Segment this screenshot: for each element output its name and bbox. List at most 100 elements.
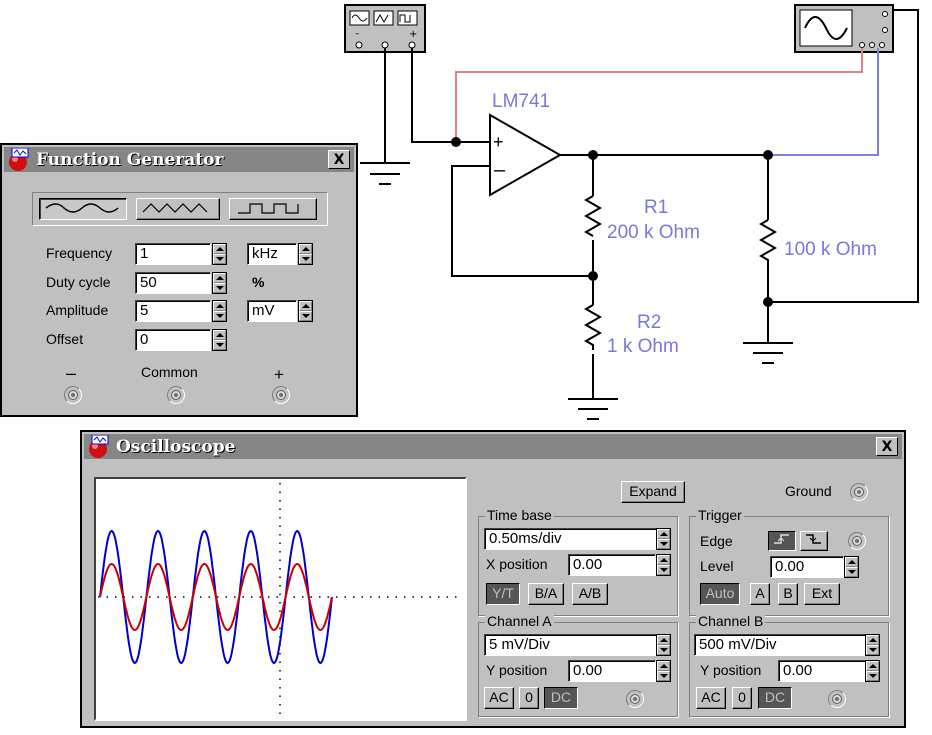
channel-b-dc-button[interactable]: DC [758,687,792,709]
falling-edge-button[interactable] [800,531,828,551]
ground-symbol [360,162,410,185]
offset-spinner[interactable] [212,329,227,351]
amplitude-input[interactable]: 5 [135,300,211,322]
r1-value-label: 200 k Ohm [607,222,700,243]
channel-a-dc-button[interactable]: DC [544,687,578,709]
r2-name-label: R2 [637,312,662,333]
r2-value-label: 1 k Ohm [607,336,679,357]
common-terminal[interactable] [167,386,185,404]
svg-text:+: + [409,29,417,40]
ground-symbol [568,398,618,420]
minus-terminal[interactable] [64,386,82,404]
x-position-spinner[interactable] [656,554,671,576]
scope-display [98,483,463,715]
channel-b-probe-wire [768,48,879,156]
channel-b-group: Channel B [689,613,889,717]
sine-wave-button[interactable] [39,198,127,220]
channel-b-title: Channel B [696,613,766,629]
expand-button[interactable]: Expand [621,481,685,503]
app-icon [9,147,29,171]
channel-b-terminal[interactable] [828,690,846,708]
duty-cycle-spinner[interactable] [212,272,227,294]
channel-b-scale-input[interactable]: 500 mV/Div [694,634,868,656]
junction-dots [451,137,773,307]
time-base-group: Time base [478,507,678,616]
x-position-label: X position [486,556,548,572]
frequency-unit-spinner[interactable] [298,243,313,265]
plus-terminal-label: + [274,365,284,384]
time-base-spinner[interactable] [656,528,671,550]
close-button[interactable]: X [876,437,898,456]
edge-label: Edge [700,533,733,549]
svg-text:–: – [355,29,360,39]
ba-mode-button[interactable]: B/A [528,583,564,605]
offset-input[interactable]: 0 [135,329,211,351]
resistor-r2-symbol [583,304,603,350]
frequency-input[interactable]: 1 [135,243,211,265]
amplitude-unit-select[interactable]: mV [247,300,297,322]
amplitude-unit-spinner[interactable] [298,300,313,322]
oscilloscope-titlebar[interactable]: Oscilloscope X [84,434,902,459]
channel-a-probe-wire [455,48,863,142]
duty-cycle-input[interactable]: 50 [135,272,211,294]
oscilloscope-instrument-icon[interactable] [794,4,894,53]
ground-symbol [743,342,793,364]
function-generator-titlebar[interactable]: Function Generator X [4,147,354,172]
window-title: Oscilloscope [116,436,236,457]
channel-a-group: Channel A [478,613,678,717]
channel-a-y-position-spinner[interactable] [656,660,671,682]
function-generator-window: Function Generator X Frequency 1 kHz Dut… [0,143,358,417]
resistor-r1-symbol [583,195,603,237]
trigger-auto-button[interactable]: Auto [700,583,740,605]
function-generator-instrument-icon[interactable]: – + [344,4,426,53]
resistor-r3-symbol [758,219,778,268]
square-wave-button[interactable] [229,198,317,220]
oscilloscope-window: Oscilloscope X Expand Ground Time base 0… [80,430,906,728]
trigger-b-button[interactable]: B [778,583,798,605]
rising-edge-button[interactable] [768,531,796,551]
trigger-level-spinner[interactable] [844,556,859,578]
yt-mode-button[interactable]: Y/T [486,583,520,605]
channel-b-y-position-spinner[interactable] [865,660,880,682]
channel-b-scale-spinner[interactable] [865,634,880,656]
channel-b-zero-button[interactable]: 0 [732,687,752,709]
channel-a-y-position-label: Y position [486,662,548,678]
r1-name-label: R1 [644,197,669,218]
trigger-level-input[interactable]: 0.00 [770,556,844,578]
window-title: Function Generator [36,149,224,170]
amplitude-spinner[interactable] [212,300,227,322]
channel-a-scale-input[interactable]: 5 mV/Div [484,634,658,656]
channel-a-trace [99,562,333,632]
ab-mode-button[interactable]: A/B [572,583,608,605]
duty-cycle-label: Duty cycle [46,274,111,290]
channel-a-y-position-input[interactable]: 0.00 [568,660,656,682]
time-base-input[interactable]: 0.50ms/div [484,528,658,550]
close-button[interactable]: X [328,150,350,169]
trigger-terminal[interactable] [848,532,866,550]
time-base-title: Time base [485,507,554,523]
trigger-a-button[interactable]: A [750,583,770,605]
frequency-unit-select[interactable]: kHz [247,243,297,265]
channel-a-ac-button[interactable]: AC [484,687,514,709]
triangle-wave-button[interactable] [136,198,220,220]
offset-label: Offset [46,331,84,347]
channel-a-zero-button[interactable]: 0 [519,687,539,709]
channel-b-y-position-input[interactable]: 0.00 [778,660,866,682]
falling-edge-icon [806,534,821,544]
level-label: Level [700,558,734,574]
svg-text:–: – [494,159,506,181]
channel-a-terminal[interactable] [626,690,644,708]
sine-wave-icon [45,203,119,213]
ground-terminal[interactable] [850,483,868,501]
oscilloscope-screen [94,477,467,721]
channel-a-scale-spinner[interactable] [656,634,671,656]
plus-terminal[interactable] [272,386,290,404]
x-position-input[interactable]: 0.00 [568,554,656,576]
channel-b-ac-button[interactable]: AC [696,687,726,709]
trigger-ext-button[interactable]: Ext [804,583,840,605]
frequency-spinner[interactable] [212,243,227,265]
waveform-selector [32,192,328,226]
amplitude-label: Amplitude [46,302,109,318]
minus-terminal-label: – [66,363,77,383]
